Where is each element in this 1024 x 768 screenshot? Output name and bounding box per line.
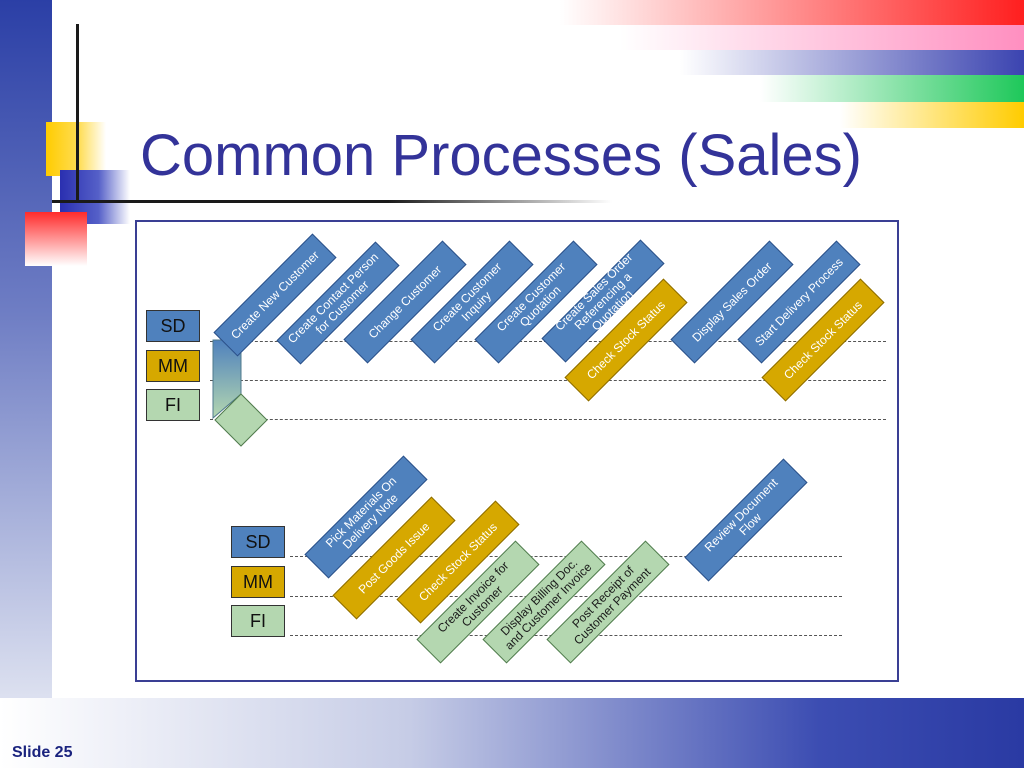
lane-label-sd: SD [146,310,200,342]
slide-title: Common Processes (Sales) [140,123,862,188]
lane-line-mm-row1 [210,380,886,381]
diagram-frame [135,220,899,682]
title-underline [52,200,612,203]
bottom-gradient-bar [0,698,1024,768]
lane-label-fi: FI [231,605,285,637]
stripe-green [760,75,1024,102]
stripe-blue [680,50,1024,75]
red-square [25,212,87,266]
lane-label-sd: SD [231,526,285,558]
lane-label-mm: MM [231,566,285,598]
lane-label-mm: MM [146,350,200,382]
vertical-rule [76,24,79,200]
lane-label-fi: FI [146,389,200,421]
stripe-yellow [840,102,1024,128]
left-gradient-bar [0,0,52,700]
lane-line-fi-row1 [210,419,886,420]
stripe-red [560,0,1024,25]
lane-connector [212,339,268,447]
fi-diamond [214,393,268,447]
top-right-stripes [560,0,1024,128]
slide-number: Slide 25 [12,744,73,761]
stripe-pink [620,25,1024,50]
